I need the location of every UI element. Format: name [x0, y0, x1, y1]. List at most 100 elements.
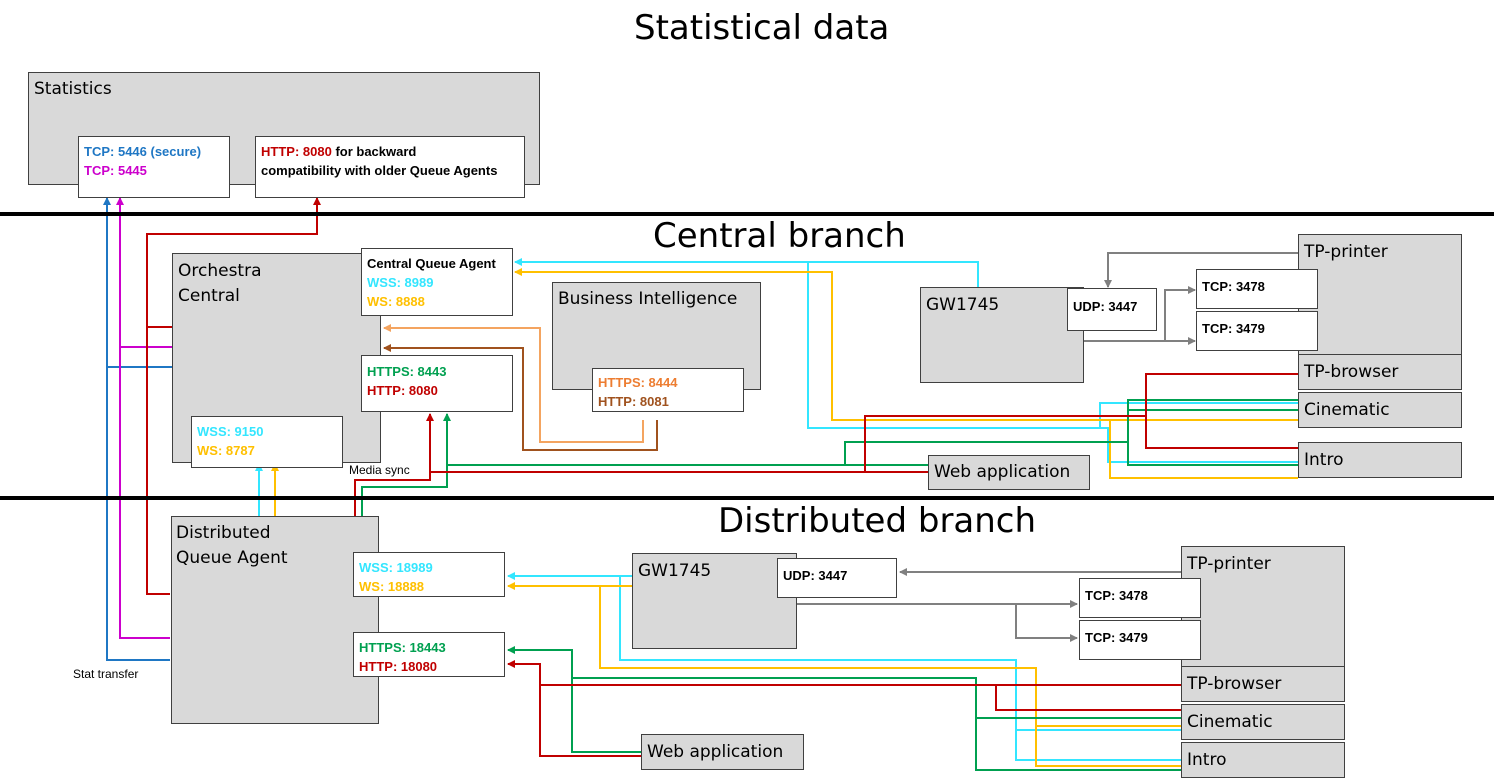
distributed-queue-agent-box	[171, 516, 379, 724]
section-title-central: Central branch	[653, 216, 906, 256]
orchestra-central-title-1: Orchestra	[178, 261, 262, 281]
dist-tp-printer-label: TP-printer	[1187, 554, 1271, 574]
http-note-2: compatibility with older Queue Agents	[261, 163, 498, 178]
central-web-application-label: Web application	[934, 462, 1071, 482]
distributed-cinematic-box	[1181, 704, 1345, 740]
dist-web-application-label: Web application	[647, 742, 784, 762]
central-gw-udp-box: UDP: 3447	[1067, 288, 1157, 331]
central-cinematic-label: Cinematic	[1304, 400, 1390, 420]
dist-tcp-3479-box: TCP: 3479	[1079, 620, 1201, 660]
stat-transfer-label: Stat transfer	[73, 667, 139, 681]
wire-bi-https	[383, 324, 644, 443]
wire-clients-cqa-wss	[807, 262, 1298, 463]
wire-central-red-clients	[864, 373, 1298, 472]
central-tp-browser-box	[1298, 354, 1462, 390]
tcp-secure-proto: TCP:	[84, 144, 115, 159]
central-tcp-3479-label: TCP: 3479	[1202, 321, 1265, 336]
tcp-value: 5445	[117, 163, 147, 178]
distributed-gw1745-box	[632, 553, 797, 649]
central-tp-printer-box	[1298, 234, 1462, 356]
dist-cinematic-label: Cinematic	[1187, 712, 1273, 732]
central-intro-label: Intro	[1304, 450, 1344, 470]
wire-central-gw-tcp	[1084, 286, 1196, 342]
http-note-1: for backward	[335, 144, 417, 159]
central-tcp-3478-box: TCP: 3478	[1196, 269, 1318, 309]
dist-gw1745-title: GW1745	[638, 561, 712, 581]
central-tp-browser-label: TP-browser	[1304, 362, 1399, 382]
wire-stat-tcp	[116, 197, 170, 639]
distributed-web-application-box	[641, 734, 804, 770]
wire-dist-green-web	[571, 678, 641, 753]
section-title-distributed: Distributed branch	[718, 501, 1037, 541]
central-https-label: HTTPS: 8443	[367, 364, 447, 379]
wire-dist-red-web	[539, 685, 641, 757]
dist-https-label: HTTPS: 18443	[359, 640, 446, 655]
central-gw-udp-label: UDP: 3447	[1073, 299, 1138, 314]
cqa-wss-label: WSS: 8989	[367, 275, 434, 290]
dist-gw-udp-label: UDP: 3447	[783, 568, 848, 583]
dist-tp-browser-label: TP-browser	[1187, 674, 1282, 694]
dqa-title-1: Distributed	[176, 523, 271, 543]
distributed-intro-box	[1181, 742, 1345, 778]
http-8080-label: HTTP: 8080	[261, 144, 332, 159]
wire-media-sync-green	[361, 413, 451, 516]
section-title-statistical: Statistical data	[634, 8, 890, 48]
central-tp-printer-label: TP-printer	[1304, 242, 1388, 262]
central-tcp-3478-label: TCP: 3478	[1202, 279, 1265, 294]
business-intelligence-title: Business Intelligence	[558, 289, 738, 309]
central-gw1745-title: GW1745	[926, 295, 1000, 315]
wire-central-green-main	[447, 399, 1298, 466]
tcp-proto: TCP:	[84, 163, 115, 178]
dist-https-box: HTTPS: 18443 HTTP: 18080	[353, 632, 505, 677]
dist-wss-label: WSS: 18989	[359, 560, 433, 575]
central-http-label: HTTP: 8080	[367, 383, 438, 398]
distributed-tp-browser-box	[1181, 666, 1345, 702]
ws-8787-label: WS: 8787	[197, 443, 255, 458]
wire-central-printer-udp	[1104, 252, 1298, 288]
wire-dist-red-main	[507, 660, 1181, 686]
wire-stat-http	[146, 197, 321, 595]
wire-dist-red-clients	[995, 685, 1181, 711]
dist-tcp-3479-label: TCP: 3479	[1085, 630, 1148, 645]
wire-central-red-intro	[1145, 416, 1298, 449]
wire-gw-cqa-wss	[514, 258, 979, 287]
central-tcp-3479-box: TCP: 3479	[1196, 311, 1318, 351]
central-wss-9150-box: WSS: 9150 WS: 8787	[191, 416, 343, 468]
central-https-box: HTTPS: 8443 HTTP: 8080	[361, 355, 513, 412]
central-intro-box	[1298, 442, 1462, 478]
dist-wss-box: WSS: 18989 WS: 18888	[353, 552, 505, 597]
dist-ws-label: WS: 18888	[359, 579, 425, 594]
wire-clients-cqa-ws	[514, 268, 1298, 479]
dist-tcp-3478-box: TCP: 3478	[1079, 578, 1201, 618]
orchestra-central-title-2: Central	[178, 286, 240, 306]
central-web-application-box	[928, 455, 1090, 490]
wire-central-green-intro	[1127, 442, 1298, 466]
bi-https-label: HTTPS: 8444	[598, 375, 678, 390]
media-sync-label: Media sync	[349, 463, 410, 477]
dqa-title-2: Queue Agent	[176, 548, 288, 568]
central-queue-agent-box: Central Queue Agent WSS: 8989 WS: 8888	[361, 248, 513, 316]
wire-dist-green-intro	[975, 718, 1181, 771]
wire-dist-green-main	[507, 646, 1181, 719]
central-gw1745-box	[920, 287, 1084, 383]
statistics-title: Statistics	[34, 79, 112, 99]
bi-ports-box: HTTPS: 8444 HTTP: 8081	[592, 368, 744, 412]
distributed-tp-printer-box	[1181, 546, 1345, 668]
central-queue-agent-title: Central Queue Agent	[367, 256, 496, 271]
wire-bi-http	[383, 344, 658, 451]
wss-9150-label: WSS: 9150	[197, 424, 264, 439]
statistics-http-box: HTTP: 8080 for backward compatibility wi…	[255, 136, 525, 198]
bi-http-label: HTTP: 8081	[598, 394, 669, 409]
tcp-secure-value: 5446 (secure)	[117, 144, 202, 159]
cqa-ws-label: WS: 8888	[367, 294, 425, 309]
dist-http-label: HTTP: 18080	[359, 659, 438, 674]
wire-stat-tcp-secure	[103, 197, 170, 661]
dist-intro-label: Intro	[1187, 750, 1227, 770]
dist-gw-udp-box: UDP: 3447	[777, 558, 897, 598]
wire-dist-clients-wss	[619, 576, 1181, 761]
wire-dist-gw-tcp	[797, 603, 1078, 642]
central-cinematic-box	[1298, 392, 1462, 428]
statistics-tcp-box: TCP: 5446 (secure) TCP: 5445	[78, 136, 230, 198]
dist-tcp-3478-label: TCP: 3478	[1085, 588, 1148, 603]
